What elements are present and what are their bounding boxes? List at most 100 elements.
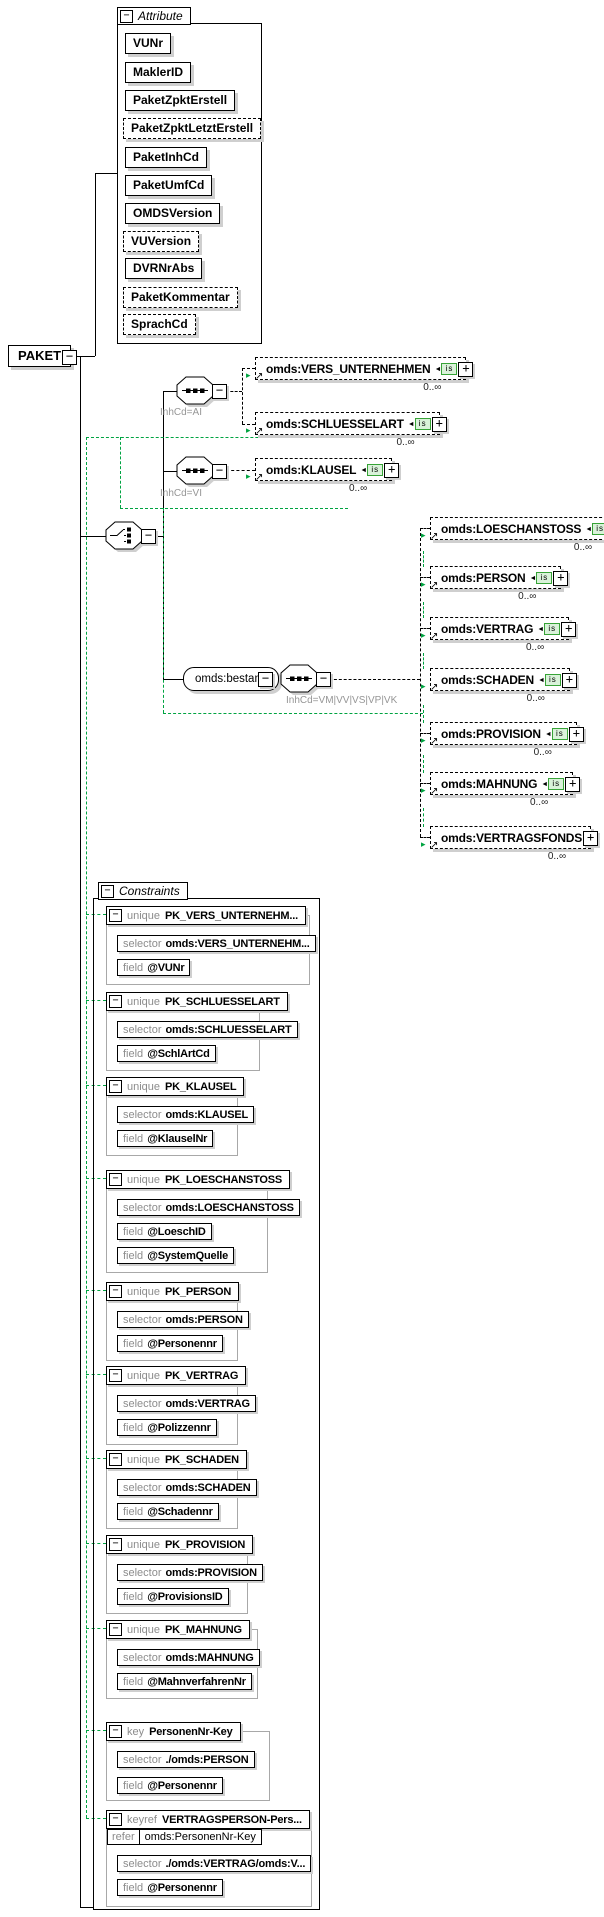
selector-row[interactable]: selector omds:MAHNUNG xyxy=(117,1649,260,1666)
collapse-button[interactable]: − xyxy=(109,995,122,1008)
collapse-button[interactable]: − xyxy=(109,909,122,922)
expand-button[interactable]: + xyxy=(561,673,577,688)
ref-line xyxy=(226,391,242,392)
element-omds-vertrag[interactable]: ↗omds:VERTRAG◄is + 0..∞ xyxy=(430,617,577,653)
element-omds-provision[interactable]: ↗omds:PROVISION◄is + 0..∞ xyxy=(430,722,584,758)
selector-value: omds:MAHNUNG xyxy=(165,1651,254,1664)
field-row[interactable]: field @Personennr xyxy=(117,1879,223,1896)
attribute-vuversion[interactable]: VUVersion xyxy=(123,231,200,252)
attribute-vunr[interactable]: VUNr xyxy=(125,33,172,54)
element-omds-schluesselart[interactable]: ↗omds:SCHLUESSELART◄is + 0..∞ xyxy=(255,412,447,448)
constraint-pk-provision[interactable]: − unique PK_PROVISION xyxy=(106,1535,254,1554)
collapse-button[interactable]: − xyxy=(212,384,227,399)
collapse-button[interactable]: − xyxy=(141,529,156,544)
expand-button[interactable]: + xyxy=(553,571,569,586)
tree-line xyxy=(80,1907,93,1908)
collapse-button[interactable]: − xyxy=(109,1725,122,1738)
constraint-name: PK_SCHADEN xyxy=(165,1453,239,1466)
model-group-bestand[interactable]: omds:bestand xyxy=(183,667,280,691)
constraint-vertragsperson-keyref[interactable]: − keyref VERTRAGSPERSON-Pers... xyxy=(106,1810,310,1829)
field-row[interactable]: field @Schadennr xyxy=(117,1503,219,1520)
element-omds-mahnung[interactable]: ↗omds:MAHNUNG◄is + 0..∞ xyxy=(430,772,581,808)
collapse-button[interactable]: − xyxy=(258,672,273,687)
constraint-pk-vers-unternehmen[interactable]: − unique PK_VERS_UNTERNEHM... xyxy=(106,906,306,925)
sequence-connector[interactable] xyxy=(176,375,218,410)
collapse-button[interactable]: − xyxy=(109,1453,122,1466)
field-value: @SchlArtCd xyxy=(147,1047,210,1060)
selector-row[interactable]: selector omds:VERS_UNTERNEHM... xyxy=(117,935,316,952)
selector-row[interactable]: selector omds:SCHLUESSELART xyxy=(117,1021,298,1038)
attribute-omdsversion[interactable]: OMDSVersion xyxy=(125,203,221,224)
collapse-button[interactable]: − xyxy=(109,1813,122,1826)
attribute-paketzpkterstell[interactable]: PaketZpktErstell xyxy=(125,90,236,111)
expand-button[interactable]: + xyxy=(561,622,577,637)
selector-row[interactable]: selector ./omds:PERSON xyxy=(117,1751,255,1768)
selector-row[interactable]: selector omds:SCHADEN xyxy=(117,1479,257,1496)
field-row[interactable]: field @SystemQuelle xyxy=(117,1247,235,1264)
attribute-maklerid[interactable]: MaklerID xyxy=(125,62,192,83)
field-row[interactable]: field @ProvisionsID xyxy=(117,1588,229,1605)
selector-row[interactable]: selector omds:KLAUSEL xyxy=(117,1106,255,1123)
constraints-compartment-tab[interactable]: − Constraints xyxy=(98,882,188,900)
constraint-pk-person[interactable]: − unique PK_PERSON xyxy=(106,1282,240,1301)
element-omds-schaden[interactable]: ↗omds:SCHADEN◄is + 0..∞ xyxy=(430,668,577,704)
selector-label: selector xyxy=(123,1753,162,1766)
selector-row[interactable]: selector omds:PERSON xyxy=(117,1311,249,1328)
field-row[interactable]: field @KlauselNr xyxy=(117,1130,214,1147)
field-row[interactable]: field @Polizzennr xyxy=(117,1419,217,1436)
expand-button[interactable]: + xyxy=(583,831,599,846)
field-row[interactable]: field @Personennr xyxy=(117,1335,223,1352)
field-row[interactable]: field @SchlArtCd xyxy=(117,1045,216,1062)
attribute-paketzpktletzterstell[interactable]: PaketZpktLetztErstell xyxy=(123,118,262,139)
collapse-button[interactable]: − xyxy=(101,884,114,898)
attribute-sprachcd[interactable]: SprachCd xyxy=(123,314,196,335)
attribute-paketinhcd[interactable]: PaketInhCd xyxy=(125,147,208,168)
ref-line xyxy=(242,424,255,425)
collapse-button[interactable]: − xyxy=(62,350,77,365)
expand-button[interactable]: + xyxy=(384,463,400,478)
expand-button[interactable]: + xyxy=(458,362,474,377)
attribute-paketkommentar[interactable]: PaketKommentar xyxy=(123,287,238,308)
constraint-pk-schaden[interactable]: − unique PK_SCHADEN xyxy=(106,1450,247,1469)
collapse-button[interactable]: − xyxy=(109,1080,122,1093)
element-omds-loeschanstoss[interactable]: ↗omds:LOESCHANSTOSS◄is + 0..∞ xyxy=(430,517,604,553)
element-omds-klausel[interactable]: ↗omds:KLAUSEL◄is + 0..∞ xyxy=(255,458,400,494)
collapse-button[interactable]: − xyxy=(316,672,331,687)
element-omds-vertragsfonds[interactable]: ↗omds:VERTRAGSFONDS + 0..∞ xyxy=(430,826,599,862)
field-row[interactable]: field @Personennr xyxy=(117,1777,223,1794)
expand-button[interactable]: + xyxy=(565,777,581,792)
field-row[interactable]: field @VUNr xyxy=(117,959,191,976)
selector-row[interactable]: selector omds:VERTRAG xyxy=(117,1395,256,1412)
element-paket[interactable]: PAKET xyxy=(8,345,72,367)
constraint-kind-label: unique xyxy=(127,1623,161,1636)
collapse-button[interactable]: − xyxy=(109,1369,122,1382)
collapse-button[interactable]: − xyxy=(120,9,133,23)
attribute-dvrnrabs[interactable]: DVRNrAbs xyxy=(125,258,203,279)
sequence-connector[interactable] xyxy=(280,663,322,698)
collapse-button[interactable]: − xyxy=(109,1173,122,1186)
constraint-pk-mahnung[interactable]: − unique PK_MAHNUNG xyxy=(106,1620,250,1639)
expand-button[interactable]: + xyxy=(568,727,584,742)
constraint-pk-loeschanstoss[interactable]: − unique PK_LOESCHANSTOSS xyxy=(106,1170,291,1189)
refer-row[interactable]: refer omds:PersonenNr-Key xyxy=(107,1829,262,1845)
selector-row[interactable]: selector omds:PROVISION xyxy=(117,1564,263,1581)
collapse-button[interactable]: − xyxy=(109,1538,122,1551)
constraint-personennr-key[interactable]: − key PersonenNr-Key xyxy=(106,1722,241,1741)
collapse-button[interactable]: − xyxy=(109,1623,122,1636)
constraint-pk-vertrag[interactable]: − unique PK_VERTRAG xyxy=(106,1366,247,1385)
selector-row[interactable]: selector ./omds:VERTRAG/omds:V... xyxy=(117,1855,312,1872)
attribute-paketumfcd[interactable]: PaketUmfCd xyxy=(125,175,213,196)
collapse-button[interactable]: − xyxy=(212,464,227,479)
element-omds-person[interactable]: ↗omds:PERSON◄is + 0..∞ xyxy=(430,566,569,602)
collapse-button[interactable]: − xyxy=(109,1285,122,1298)
attributes-compartment-tab[interactable]: − Attribute xyxy=(117,7,191,25)
field-row[interactable]: field @LoeschID xyxy=(117,1223,212,1240)
expand-button[interactable]: + xyxy=(431,417,447,432)
element-omds-vers-unternehmen[interactable]: ↗omds:VERS_UNTERNEHMEN◄is + 0..∞ xyxy=(255,357,474,393)
field-row[interactable]: field @MahnverfahrenNr xyxy=(117,1673,252,1690)
choice-connector[interactable] xyxy=(105,520,147,555)
constraint-pk-schluesselart[interactable]: − unique PK_SCHLUESSELART xyxy=(106,992,288,1011)
sequence-connector[interactable] xyxy=(176,455,218,490)
selector-row[interactable]: selector omds:LOESCHANSTOSS xyxy=(117,1199,300,1216)
constraint-pk-klausel[interactable]: − unique PK_KLAUSEL xyxy=(106,1077,245,1096)
